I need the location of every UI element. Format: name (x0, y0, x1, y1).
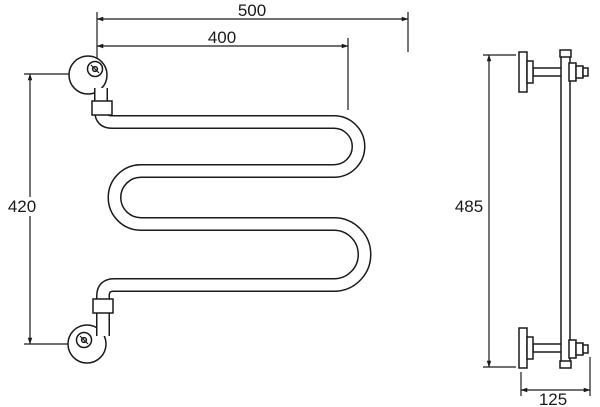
side-view: 485 125 (452, 49, 591, 407)
label-mask (452, 197, 487, 216)
fitting-body (575, 342, 584, 356)
fitting-tip (582, 344, 589, 354)
screw-slot (90, 64, 100, 74)
label-mask (5, 197, 39, 216)
wall-bracket-bottom (518, 327, 534, 369)
dimension-label-400: 400 (208, 28, 236, 47)
fitting-nut (568, 339, 577, 359)
bracket-stem-bottom (532, 343, 564, 353)
side-rail (560, 55, 571, 363)
dimension-label-420: 420 (8, 197, 36, 216)
front-view: 500 400 420 (5, 1, 409, 364)
dim-front-inner-width: 400 (96, 28, 349, 110)
screw-slot (79, 335, 89, 345)
dim-side-height: 485 (452, 54, 516, 368)
dim-front-height: 420 (5, 73, 69, 345)
dimension-label-485: 485 (455, 197, 483, 216)
fitting-nut (568, 62, 577, 82)
dim-side-depth: 125 (520, 357, 591, 407)
bracket-stem-top (532, 67, 564, 77)
side-fitting-top (568, 62, 589, 82)
rail-cap-top (559, 49, 572, 58)
plate-boss (526, 60, 534, 84)
fitting-tip (582, 67, 589, 77)
union-nut-top (91, 100, 113, 116)
towel-tube-fill (95, 88, 370, 336)
plate-boss (526, 336, 534, 360)
wall-plate (518, 327, 528, 369)
dimension-label-125: 125 (539, 390, 567, 407)
wall-mount-top (68, 55, 108, 95)
wall-bracket-top (518, 51, 534, 93)
rail-cap-bottom (559, 360, 572, 369)
side-fitting-bottom (568, 339, 589, 359)
union-nut-bottom (92, 298, 114, 314)
wall-plate (518, 51, 528, 93)
dim-front-total-width: 500 (96, 1, 409, 60)
dimension-label-500: 500 (238, 1, 266, 20)
fitting-body (575, 65, 584, 79)
